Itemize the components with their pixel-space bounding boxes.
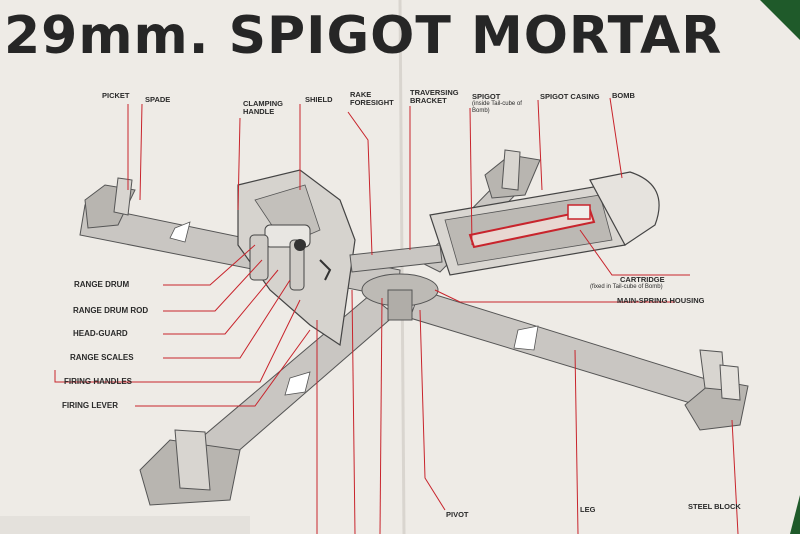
label-clamping-line-2: HANDLE xyxy=(243,107,275,116)
label-range-drum: RANGE DRUM xyxy=(74,280,130,289)
foot-front-right xyxy=(684,349,749,431)
label-spigot-note-1: (inside Tail-cube of xyxy=(472,101,522,107)
spigot-assembly xyxy=(349,171,660,276)
leader-lines xyxy=(54,97,739,534)
label-traversing-bracket: TRAVERSING BRACKET xyxy=(410,89,459,105)
label-main-spring-housing: MAIN-SPRING HOUSING xyxy=(617,296,705,305)
label-bomb: BOMB xyxy=(612,91,635,100)
label-spigot-note: (inside Tail-cube of Bomb) xyxy=(472,101,522,115)
label-spigot-casing: SPIGOT CASING xyxy=(540,92,600,101)
page-title: 29mm. SPIGOT MORTAR xyxy=(4,6,723,66)
label-rake-line-2: FORESIGHT xyxy=(350,98,394,107)
label-cartridge: CARTRIDGE xyxy=(620,275,665,284)
label-head-guard: HEAD-GUARD xyxy=(73,329,128,338)
foot-back-right xyxy=(484,149,541,199)
pivot-assembly xyxy=(361,273,439,321)
label-spigot: SPIGOT xyxy=(472,92,501,101)
label-range-scales: RANGE SCALES xyxy=(70,353,134,362)
label-spigot-note-2: Bomb) xyxy=(472,108,490,114)
label-firing-lever: FIRING LEVER xyxy=(62,401,119,410)
label-picket: PICKET xyxy=(102,91,130,100)
label-traversing-line-2: BRACKET xyxy=(410,96,447,105)
paper-corner xyxy=(0,516,250,534)
label-rake-foresight: RAKE FORESIGHT xyxy=(350,91,394,107)
paper-fold xyxy=(398,0,406,534)
label-rake-line-1: RAKE xyxy=(350,90,372,99)
label-range-drum-rod: RANGE DRUM ROD xyxy=(73,306,149,315)
label-spade: SPADE xyxy=(145,95,171,104)
label-leg: LEG xyxy=(580,505,596,514)
label-clamping-handle: CLAMPING HANDLE xyxy=(243,100,283,116)
label-firing-handles: FIRING HANDLES xyxy=(64,377,132,386)
label-shield: SHIELD xyxy=(305,95,333,104)
label-steel-block: STEEL BLOCK xyxy=(688,502,741,511)
label-cartridge-note: (fixed in Tail-cube of Bomb) xyxy=(590,284,663,290)
label-clamping-line-1: CLAMPING xyxy=(243,99,283,108)
label-pivot: PIVOT xyxy=(446,510,469,519)
foot-front-left xyxy=(139,429,241,506)
label-traversing-line-1: TRAVERSING xyxy=(410,88,459,97)
